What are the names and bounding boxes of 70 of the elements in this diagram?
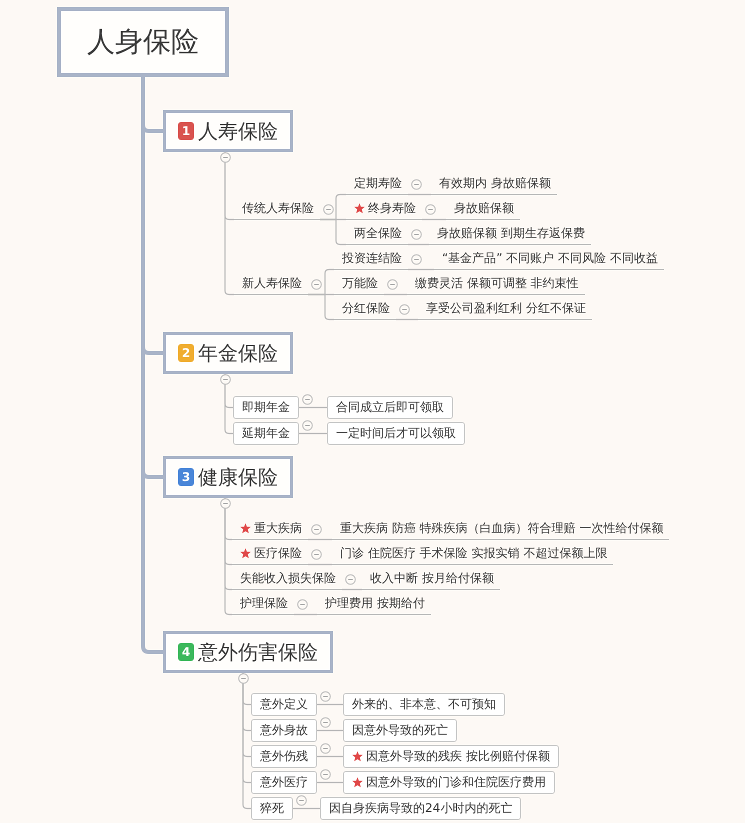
underlined-topic: 新人寿保险: [234, 273, 308, 295]
topic-box: [163, 332, 293, 374]
connector-line: [317, 704, 343, 706]
connector-line: [299, 406, 327, 408]
detail-box: 合同成立后即可领取: [327, 396, 453, 418]
underlined-note: “基金产品” 不同账户 不同风险 不同收益: [434, 248, 664, 270]
underlined-note: 重大疾病 防癌 特殊疾病（白血病）符合理赔 一次性给付保额: [332, 518, 670, 540]
underlined-note: 有效期内 身故赔保额: [431, 173, 557, 195]
underlined-topic: 投资连结险: [334, 248, 408, 270]
connector-line: [408, 244, 429, 246]
connector-line: [317, 782, 343, 784]
underlined-topic: 护理保险: [232, 593, 294, 615]
subtopic-box: 猝死: [251, 796, 293, 820]
underlined-note: 门诊 住院医疗 手术保险 实报实销 不超过保额上限: [332, 543, 614, 565]
underlined-topic: 两全保险: [346, 223, 408, 245]
topic-text: 年金保险: [198, 340, 278, 366]
underlined-note: 收入中断 按月给付保额: [362, 568, 500, 590]
connector-line: [308, 564, 332, 566]
detail-box: 一定时间后才可以领取: [327, 422, 465, 444]
connector-line: [293, 808, 320, 810]
subtopic-box: 意外医疗: [251, 770, 317, 794]
underlined-topic: 失能收入损失保险: [232, 568, 342, 590]
detail-box: 因意外导致的死亡: [343, 718, 457, 742]
connector-line: [342, 588, 362, 590]
connector-line: [408, 194, 431, 196]
topic-text: 终身寿险: [368, 200, 416, 217]
underlined-topic: 万能险: [334, 273, 384, 295]
connector-line: [422, 218, 446, 220]
detail-box: 因自身疾病导致的24小时内的死亡: [320, 796, 522, 820]
number-badge: 4: [178, 643, 194, 661]
connector-line: [308, 538, 332, 540]
connector-line: [408, 268, 434, 270]
underlined-topic: 分红保险: [334, 298, 396, 320]
topic-text: 意外伤害保险: [198, 638, 318, 666]
topic-text: 因意外导致的门诊和住院医疗费用: [366, 774, 546, 790]
number-badge: 2: [178, 344, 194, 362]
subtopic-box: 意外定义: [251, 692, 317, 716]
underlined-note: 缴费灵活 保额可调整 非约束性: [407, 273, 585, 295]
detail-box: [343, 744, 559, 768]
connector-line: [308, 294, 334, 320]
connector-line: [317, 756, 343, 758]
topic-box: [163, 456, 293, 498]
connector-line: [320, 218, 346, 246]
connector-line: [299, 432, 327, 434]
subtopic-box: 即期年金: [233, 396, 299, 418]
connector-line: [384, 294, 407, 296]
subtopic-box: 意外伤残: [251, 744, 317, 768]
number-badge: 1: [178, 122, 194, 140]
connector-line: [294, 614, 317, 616]
topic-box: [163, 110, 293, 152]
root-topic-box: 人身保险: [57, 7, 229, 77]
topic-box: [163, 631, 333, 673]
underlined-note: 身故赔保额: [446, 198, 520, 220]
number-badge: 3: [178, 468, 194, 486]
topic-text: 医疗保险: [254, 545, 302, 562]
topic-text: 人寿保险: [198, 118, 278, 144]
detail-box: 外来的、非本意、不可预知: [343, 692, 505, 716]
underlined-note: 享受公司盈利红利 分红不保证: [418, 298, 592, 320]
detail-box: [343, 770, 555, 794]
underlined-topic: 定期寿险: [346, 173, 408, 195]
topic-text: 因意外导致的残疾 按比例赔付保额: [366, 748, 550, 764]
subtopic-box: 延期年金: [233, 422, 299, 444]
topic-text: 重大疾病: [254, 520, 302, 537]
underlined-note: 护理费用 按期给付: [317, 593, 431, 615]
underlined-note: 身故赔保额 到期生存返保费: [429, 223, 591, 245]
connector-line: [396, 318, 418, 320]
subtopic-box: 意外身故: [251, 718, 317, 742]
topic-text: 健康保险: [198, 464, 278, 490]
underlined-topic: 传统人寿保险: [234, 198, 320, 220]
connector-line: [317, 730, 343, 732]
